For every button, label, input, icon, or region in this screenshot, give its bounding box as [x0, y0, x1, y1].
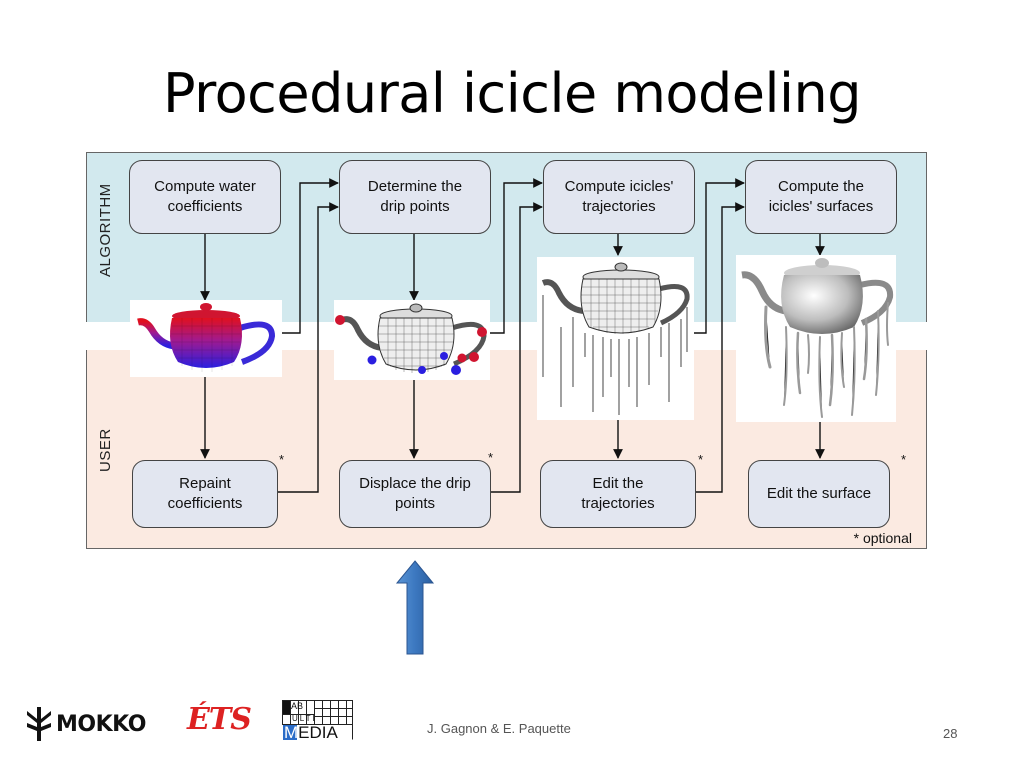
mokko-logo: MOKKO — [26, 707, 146, 741]
teapot-drip-points-image — [334, 300, 490, 380]
pointer-arrow-icon — [395, 560, 435, 655]
lab-logo-mid: ULTI — [292, 714, 317, 723]
pipeline-diagram: ALGORITHM USER * optional — [86, 152, 927, 549]
mokko-mark-icon — [27, 707, 51, 741]
page-number: 28 — [943, 726, 958, 741]
lab-logo-bottom: MEDIA — [284, 723, 338, 742]
teapot-surfaces-image — [736, 255, 896, 422]
algo-box-determine-drip-points: Determine the drip points — [339, 160, 491, 234]
author-credit: J. Gagnon & E. Paquette — [427, 721, 571, 736]
lab-multimedia-logo: AB ULTI MEDIA — [282, 700, 354, 742]
algo-box-compute-surfaces: Compute the icicles' surfaces — [745, 160, 897, 234]
optional-note: * optional — [853, 530, 912, 546]
lab-logo-top: AB — [291, 701, 304, 711]
ets-logo: ÉTS — [187, 702, 252, 737]
user-box-edit-trajectories: Edit the trajectories — [540, 460, 696, 528]
mokko-logo-text: MOKKO — [56, 711, 146, 737]
algo-box-compute-water-coefficients: Compute water coefficients — [129, 160, 281, 234]
slide-title: Procedural icicle modeling — [163, 62, 861, 125]
user-box-edit-surface: Edit the surface — [748, 460, 890, 528]
teapot-coefficients-image — [130, 300, 282, 377]
algo-box-compute-trajectories: Compute icicles' trajectories — [543, 160, 695, 234]
connector-arrows — [200, 178, 825, 493]
user-box-displace-drip-points: Displace the drip points — [339, 460, 491, 528]
user-box-repaint-coefficients: Repaint coefficients — [132, 460, 278, 528]
optional-marker: * — [901, 452, 907, 467]
teapot-trajectories-image — [537, 257, 694, 420]
optional-marker: * — [488, 450, 494, 465]
optional-marker: * — [698, 452, 704, 467]
optional-marker: * — [279, 452, 285, 467]
